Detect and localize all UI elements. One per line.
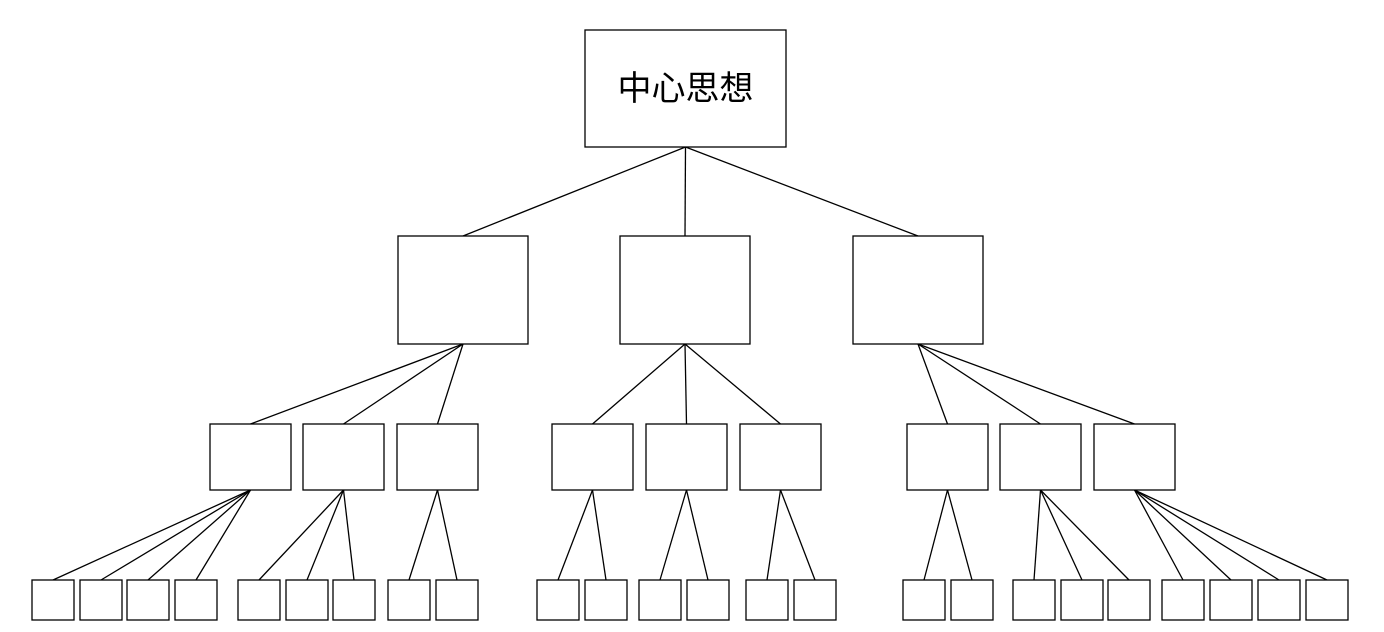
- leaf-node-3-2-2: [1060, 579, 1104, 621]
- edge-level2-2-2-to-leaf-1: [659, 489, 688, 581]
- leaf-node-1-1-4: [174, 579, 218, 621]
- edge-level2-2-1-to-leaf-2: [591, 489, 607, 581]
- level2-node-2-3: [739, 423, 822, 491]
- leaf-node-2-1-1: [536, 579, 580, 621]
- leaf-node-1-1-2: [79, 579, 123, 621]
- leaf-node-3-3-2: [1209, 579, 1253, 621]
- leaf-node-3-2-3: [1107, 579, 1151, 621]
- edge-level2-1-1-to-leaf-2: [100, 489, 251, 581]
- leaf-node-2-3-2: [793, 579, 837, 621]
- edge-level1-2-to-level2-2: [684, 343, 688, 425]
- edge-level2-1-1-to-leaf-1: [52, 489, 251, 581]
- edge-level2-1-1-to-leaf-4: [195, 489, 252, 581]
- edge-level2-2-2-to-leaf-2: [685, 489, 709, 581]
- leaf-node-1-2-3: [332, 579, 376, 621]
- edge-level1-1-to-level2-2: [343, 343, 464, 425]
- leaf-node-1-3-2: [435, 579, 479, 621]
- edge-root-to-level1-2: [684, 146, 687, 237]
- edge-level2-3-1-to-leaf-1: [923, 489, 949, 581]
- leaf-node-1-3-1: [387, 579, 431, 621]
- level2-node-1-1: [209, 423, 292, 491]
- leaf-node-3-3-1: [1161, 579, 1205, 621]
- level1-node-3: [852, 235, 984, 345]
- edge-level2-3-3-to-leaf-4: [1134, 489, 1328, 581]
- leaf-node-3-3-3: [1257, 579, 1301, 621]
- edge-root-to-level1-3: [685, 146, 919, 237]
- edge-level1-1-to-level2-3: [436, 343, 464, 425]
- edge-level2-1-3-to-leaf-1: [408, 489, 439, 581]
- level2-node-3-1: [906, 423, 989, 491]
- connector-lines: [52, 146, 1328, 581]
- edge-level1-3-to-level2-3: [917, 343, 1135, 425]
- root-node: [584, 29, 787, 148]
- edge-level2-3-3-to-leaf-3: [1134, 489, 1280, 581]
- leaf-node-1-2-2: [285, 579, 329, 621]
- edge-level2-1-1-to-leaf-3: [147, 489, 251, 581]
- edge-level1-2-to-level2-3: [684, 343, 781, 425]
- root-node-label: 中心思想: [618, 69, 754, 109]
- edge-level1-3-to-level2-2: [917, 343, 1041, 425]
- edge-level2-2-1-to-leaf-1: [557, 489, 594, 581]
- leaf-node-3-1-1: [902, 579, 946, 621]
- edge-level2-3-2-to-leaf-3: [1040, 489, 1130, 581]
- tree-nodes: 中心思想: [31, 29, 1349, 621]
- edge-root-to-level1-1: [462, 146, 686, 237]
- edge-level2-3-1-to-leaf-2: [946, 489, 973, 581]
- edge-level2-1-2-to-leaf-3: [342, 489, 355, 581]
- edge-level2-1-2-to-leaf-2: [306, 489, 345, 581]
- edge-level1-1-to-level2-1: [250, 343, 464, 425]
- edge-level2-1-2-to-leaf-1: [258, 489, 344, 581]
- leaf-node-1-1-3: [126, 579, 170, 621]
- leaf-node-1-1-1: [31, 579, 75, 621]
- edge-level2-1-3-to-leaf-2: [436, 489, 458, 581]
- level2-node-1-2: [302, 423, 385, 491]
- level1-node-2: [619, 235, 751, 345]
- edge-level2-2-3-to-leaf-1: [766, 489, 782, 581]
- leaf-node-3-3-4: [1305, 579, 1349, 621]
- level2-node-3-3: [1093, 423, 1176, 491]
- edge-level2-2-3-to-leaf-2: [779, 489, 816, 581]
- leaf-node-1-2-1: [237, 579, 281, 621]
- edge-level2-3-2-to-leaf-2: [1039, 489, 1083, 581]
- level2-node-3-2: [999, 423, 1082, 491]
- level2-node-1-3: [396, 423, 479, 491]
- edge-level1-2-to-level2-1: [592, 343, 686, 425]
- leaf-node-3-1-2: [950, 579, 994, 621]
- leaf-node-2-2-2: [686, 579, 730, 621]
- edge-level2-3-3-to-leaf-2: [1134, 489, 1232, 581]
- leaf-node-2-3-1: [745, 579, 789, 621]
- leaf-node-2-2-1: [638, 579, 682, 621]
- level1-node-1: [397, 235, 529, 345]
- leaf-node-2-1-2: [584, 579, 628, 621]
- leaf-node-3-2-1: [1012, 579, 1056, 621]
- edge-level2-3-3-to-leaf-1: [1133, 489, 1184, 581]
- edge-level1-3-to-level2-1: [917, 343, 949, 425]
- level2-node-2-2: [645, 423, 728, 491]
- level2-node-2-1: [551, 423, 634, 491]
- edge-level2-3-2-to-leaf-1: [1033, 489, 1042, 581]
